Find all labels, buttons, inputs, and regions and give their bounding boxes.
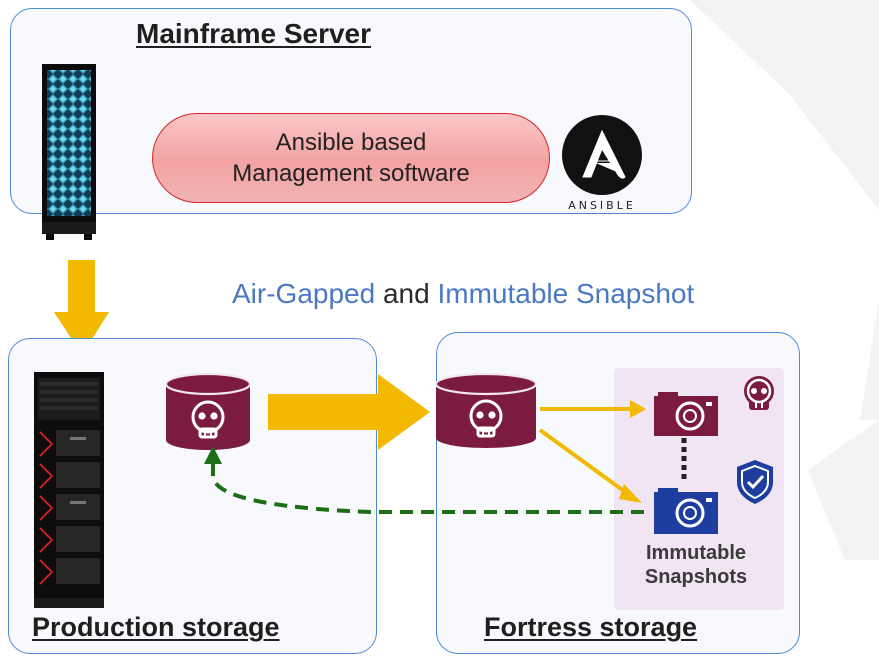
ansible-logo: ANSIBLE — [562, 115, 642, 212]
mainframe-server-image — [42, 64, 96, 240]
mainframe-to-production-arrow — [54, 260, 109, 355]
production-compromised-volume-icon — [164, 372, 252, 450]
snapshot-arrow-bottom — [538, 428, 642, 503]
immutable-snapshots-label: Immutable Snapshots — [612, 541, 780, 589]
snapshot-arrow-top — [540, 400, 646, 418]
shield-check-icon — [737, 460, 773, 504]
fortress-storage-title: Fortress storage — [484, 612, 698, 642]
restore-dashed-arrow — [204, 446, 644, 514]
management-software-line2: Management software — [232, 160, 470, 187]
production-storage-rack-image — [34, 372, 104, 608]
skull-icon — [191, 400, 225, 439]
skull-badge-icon — [744, 376, 774, 410]
immutable-snapshots-line2: Snapshots — [644, 566, 748, 588]
air-gapped-text: Air-Gapped — [232, 278, 376, 309]
skull-icon — [469, 399, 503, 438]
immutable-snapshots-line1: Immutable — [645, 542, 747, 564]
air-gapped-immutable-caption: Air-Gapped and Immutable Snapshot — [232, 278, 694, 310]
ansible-logo-text: ANSIBLE — [568, 199, 636, 212]
caption-and-text: and — [375, 278, 438, 309]
immutable-snapshot-text: Immutable Snapshot — [437, 278, 695, 309]
ansible-management-software-box: Ansible based Management software — [152, 113, 550, 203]
management-software-line1: Ansible based — [275, 129, 427, 156]
production-to-fortress-arrow — [268, 374, 430, 450]
fortress-compromised-volume-icon — [434, 372, 538, 448]
production-storage-title: Production storage — [32, 612, 280, 642]
compromised-snapshot-camera-icon — [654, 392, 718, 436]
clean-snapshot-camera-icon — [654, 488, 718, 534]
mainframe-server-title: Mainframe Server — [136, 18, 372, 49]
